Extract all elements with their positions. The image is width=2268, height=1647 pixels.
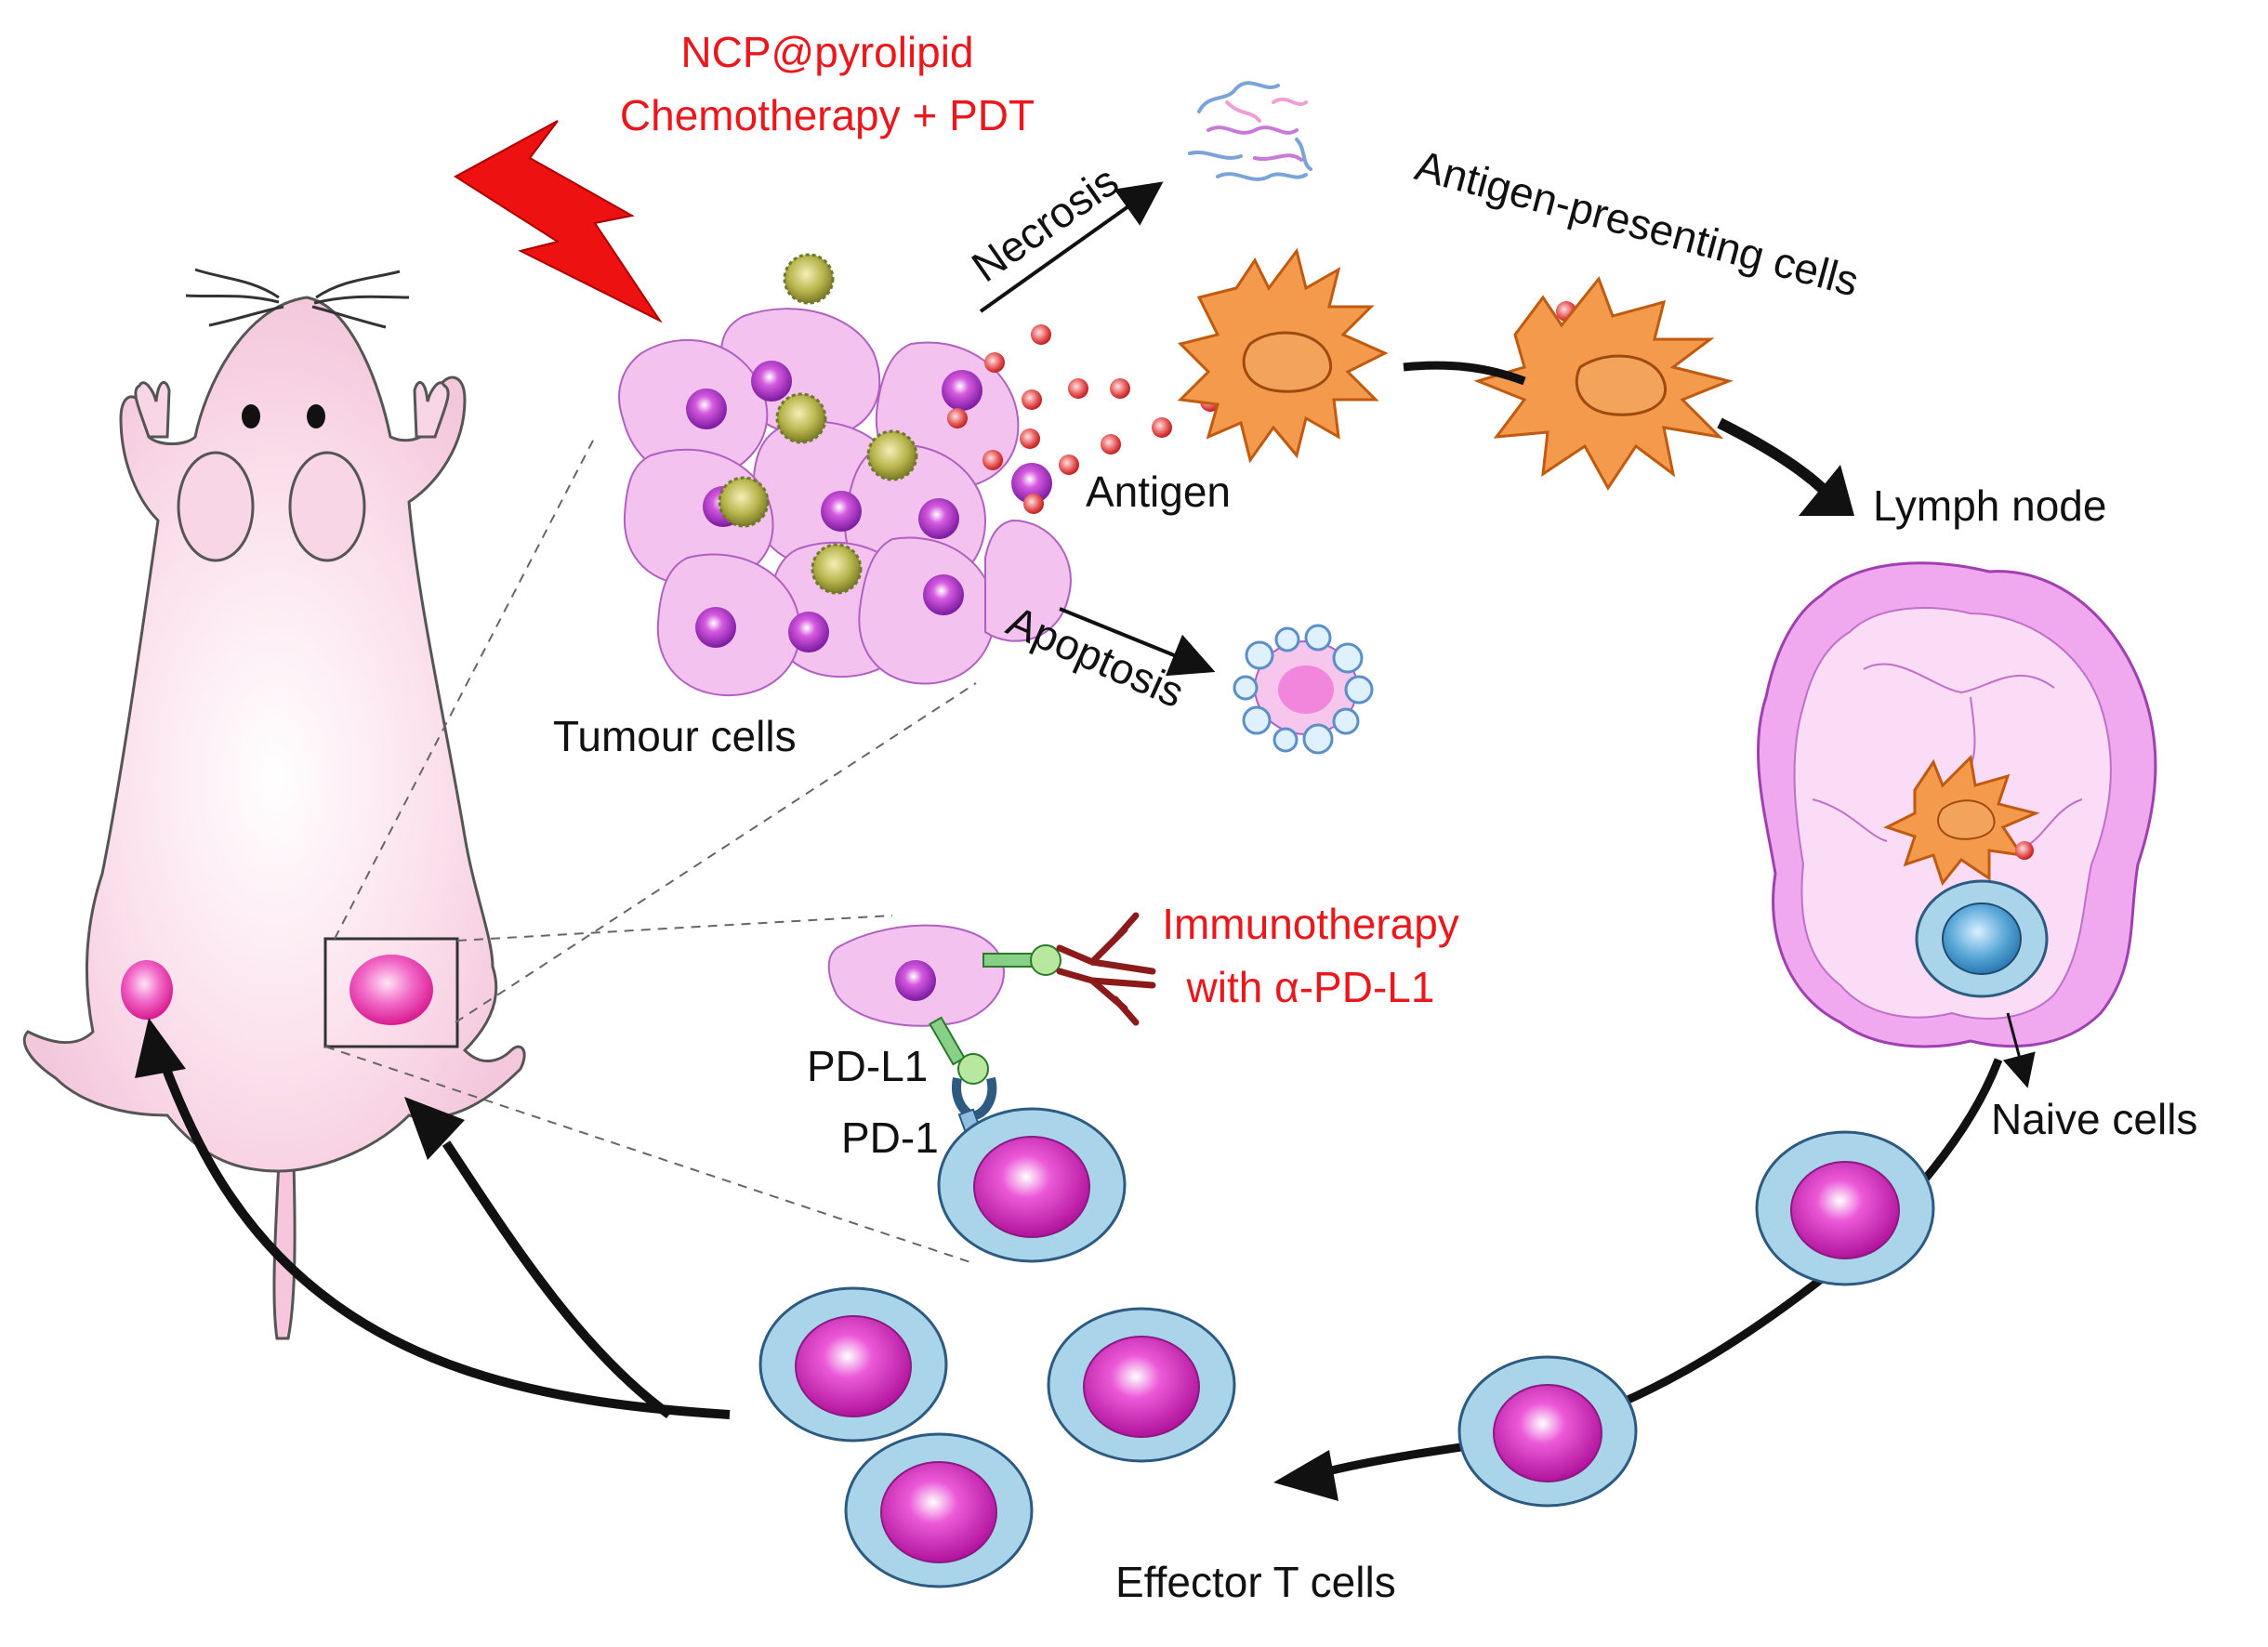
zoom-lines bbox=[324, 436, 977, 1265]
apoptosis-label: Apoptosis bbox=[1000, 597, 1192, 718]
necrosis-arrow bbox=[979, 181, 1164, 313]
tumour-cell-cluster bbox=[618, 253, 1072, 697]
mouse-icon bbox=[22, 268, 526, 1340]
treatment-line-2: Chemotherapy + PDT bbox=[620, 91, 1035, 139]
effector-t-cell bbox=[1047, 1307, 1236, 1463]
effector-t-cell bbox=[1755, 1130, 1935, 1286]
antigen-label: Antigen bbox=[1086, 468, 1231, 516]
return-arrow-left bbox=[158, 1058, 731, 1419]
apc-label: Antigen-presenting cells bbox=[1410, 140, 1864, 305]
nanoparticle-icon bbox=[718, 253, 918, 595]
lymph-node-label: Lymph node bbox=[1873, 481, 2106, 530]
effector-t-cells-label: Effector T cells bbox=[1115, 1558, 1396, 1606]
treatment-label: NCP@pyrolipid Chemotherapy + PDT bbox=[620, 28, 1035, 139]
mouse-tumour-right bbox=[349, 955, 433, 1025]
apc-to-lymph-arrow bbox=[1403, 361, 1526, 386]
immunotherapy-label: Immunotherapy with α-PD-L1 bbox=[1162, 900, 1459, 1011]
necrosis-debris-icon bbox=[1188, 81, 1312, 181]
return-arrow-right bbox=[442, 1140, 672, 1419]
tumour-zoom-box bbox=[323, 937, 459, 1048]
treatment-line-1: NCP@pyrolipid bbox=[680, 28, 973, 76]
antibody-icon bbox=[1056, 912, 1156, 1026]
effector-t-cell bbox=[1457, 1355, 1638, 1508]
naive-cells-label: Naive cells bbox=[1991, 1095, 2197, 1143]
lymph-node-icon bbox=[1756, 561, 2157, 1048]
pd-l1-label: PD-L1 bbox=[807, 1042, 928, 1090]
apoptosis-arrow bbox=[1059, 607, 1216, 677]
antigen-particles bbox=[947, 301, 1576, 514]
naive-t-cell-icon bbox=[1915, 879, 2049, 998]
immuno-line-2: with α-PD-L1 bbox=[1186, 963, 1435, 1011]
effector-t-cell bbox=[758, 1286, 948, 1443]
mouse-tumour-left bbox=[121, 960, 173, 1020]
lightning-bolt-icon bbox=[454, 120, 663, 323]
naive-cells-arrow bbox=[2002, 1012, 2036, 1088]
apoptotic-body-icon bbox=[1233, 624, 1374, 755]
t-cell-path-arrow bbox=[1318, 1058, 2003, 1478]
pd-l1-interaction-icon bbox=[827, 924, 1127, 1263]
apc-cell-2-icon bbox=[1473, 276, 1734, 491]
pd-1-label: PD-1 bbox=[841, 1113, 939, 1162]
tumour-cells-label: Tumour cells bbox=[553, 712, 797, 760]
immuno-line-1: Immunotherapy bbox=[1162, 900, 1459, 948]
lymph-apc-icon bbox=[1883, 754, 2040, 887]
effector-t-cell bbox=[844, 1432, 1034, 1588]
apc-cell-1-icon bbox=[1177, 247, 1389, 464]
